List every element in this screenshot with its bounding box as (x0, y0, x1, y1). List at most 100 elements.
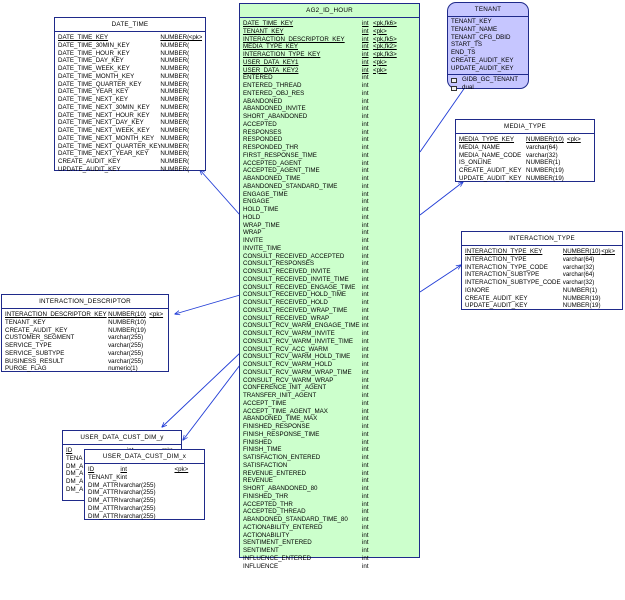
column-key (373, 237, 403, 245)
column-type: NUMBER(10) (160, 103, 189, 111)
link-interaction-type (419, 265, 461, 293)
column-key (373, 408, 403, 416)
column-name: END_TS (451, 49, 476, 56)
column-key (189, 65, 202, 73)
entity-date-time[interactable]: DATE_TIME DATE_TIME_KEYNUMBER(10)<pk>DAT… (54, 17, 206, 173)
column-row: DIM_ATTRIBUTE_3varchar(255) (88, 497, 201, 505)
column-key (373, 206, 403, 214)
column-type: int (362, 469, 369, 477)
column-name: FINISHED_THR (243, 492, 289, 500)
column-type: int (362, 508, 369, 516)
column-row: DIM_ATTRIBUTE_4varchar(255) (88, 505, 201, 513)
column-key (601, 264, 619, 272)
column-key (373, 98, 403, 106)
column-key (373, 439, 403, 447)
column-name: CONSULT_RECEIVED_ACCEPTED (243, 252, 345, 260)
column-name: DATE_TIME_NEXT_DAY_KEY (58, 119, 144, 127)
column-key (149, 342, 165, 350)
column-type: int (362, 136, 369, 144)
column-key (189, 50, 202, 58)
column-type: NUMBER(10) (160, 111, 189, 119)
column-key (567, 167, 589, 175)
column-name: ENTERED_OBJ_RES (243, 89, 305, 97)
column-key (373, 74, 403, 82)
column-type: int (362, 260, 369, 268)
column-name: CREATE_AUDIT_KEY (5, 326, 68, 334)
column-key (373, 144, 403, 152)
column-key (373, 129, 403, 137)
column-key (373, 322, 403, 330)
column-name: IGNORE (465, 286, 490, 294)
column-name: SHORT_ABANDONED_80 (243, 485, 318, 492)
column-type: NUMBER(10) (160, 72, 189, 80)
column-name: INTERACTION_SUBTYPE_CODE (465, 279, 561, 286)
column-key (373, 501, 403, 509)
column-name: TENANT_CFG_DBID (451, 33, 511, 41)
column-type: varchar(32) (562, 279, 595, 286)
column-key (373, 175, 403, 183)
column-key (373, 361, 403, 369)
column-type: varchar(255) (120, 512, 156, 520)
column-type: int (362, 144, 369, 151)
entity-title: AG2_ID_HOUR (240, 4, 419, 18)
column-key (373, 563, 403, 571)
column-key (189, 81, 202, 89)
column-name: CONSULT_RECEIVED_INVITE (243, 268, 331, 275)
column-type: varchar(64) (562, 271, 595, 279)
column-key (373, 415, 403, 423)
column-key (373, 330, 403, 338)
column-type: int (362, 128, 369, 136)
column-name: RESPONDED (243, 136, 283, 144)
entity-interaction-descriptor[interactable]: INTERACTION_DESCRIPTOR INTERACTION_DESCR… (1, 294, 169, 372)
column-type: int (362, 446, 369, 454)
column-type: NUMBER(10) (160, 142, 189, 150)
column-key (373, 493, 403, 501)
column-name: DATE_TIME_30MIN_KEY (58, 41, 130, 49)
column-name: SATISFACTION_ENTERED (243, 454, 321, 461)
column-name: ENGAGE (243, 198, 270, 206)
column-key (373, 477, 403, 485)
column-key (373, 516, 403, 524)
entity-user-data-cust-dim-x[interactable]: USER_DATA_CUST_DIM_x IDint<pk>TENANT_KEY… (84, 449, 205, 520)
column-name: TENANT_KEY (243, 27, 284, 35)
column-type: NUMBER(10) (562, 248, 601, 255)
column-key (174, 513, 201, 521)
column-type: NUMBER(10) (160, 49, 189, 57)
column-key: <pk,fk2> (373, 43, 397, 51)
column-key (373, 121, 403, 129)
column-type: int (362, 477, 369, 485)
column-name: TENA (66, 454, 83, 462)
column-key (373, 539, 403, 547)
column-row: DIM_ATTRIBUTE_1varchar(255) (88, 482, 201, 490)
column-type: int (120, 466, 127, 473)
column-type: NUMBER(19) (160, 165, 189, 173)
column-name: INFLUENCE (243, 562, 279, 570)
column-row: DM_A (66, 470, 178, 478)
column-key (373, 555, 403, 563)
column-key: <pk,fk5> (373, 35, 397, 43)
table-icon (451, 85, 457, 91)
column-row: START_TS (451, 41, 525, 49)
